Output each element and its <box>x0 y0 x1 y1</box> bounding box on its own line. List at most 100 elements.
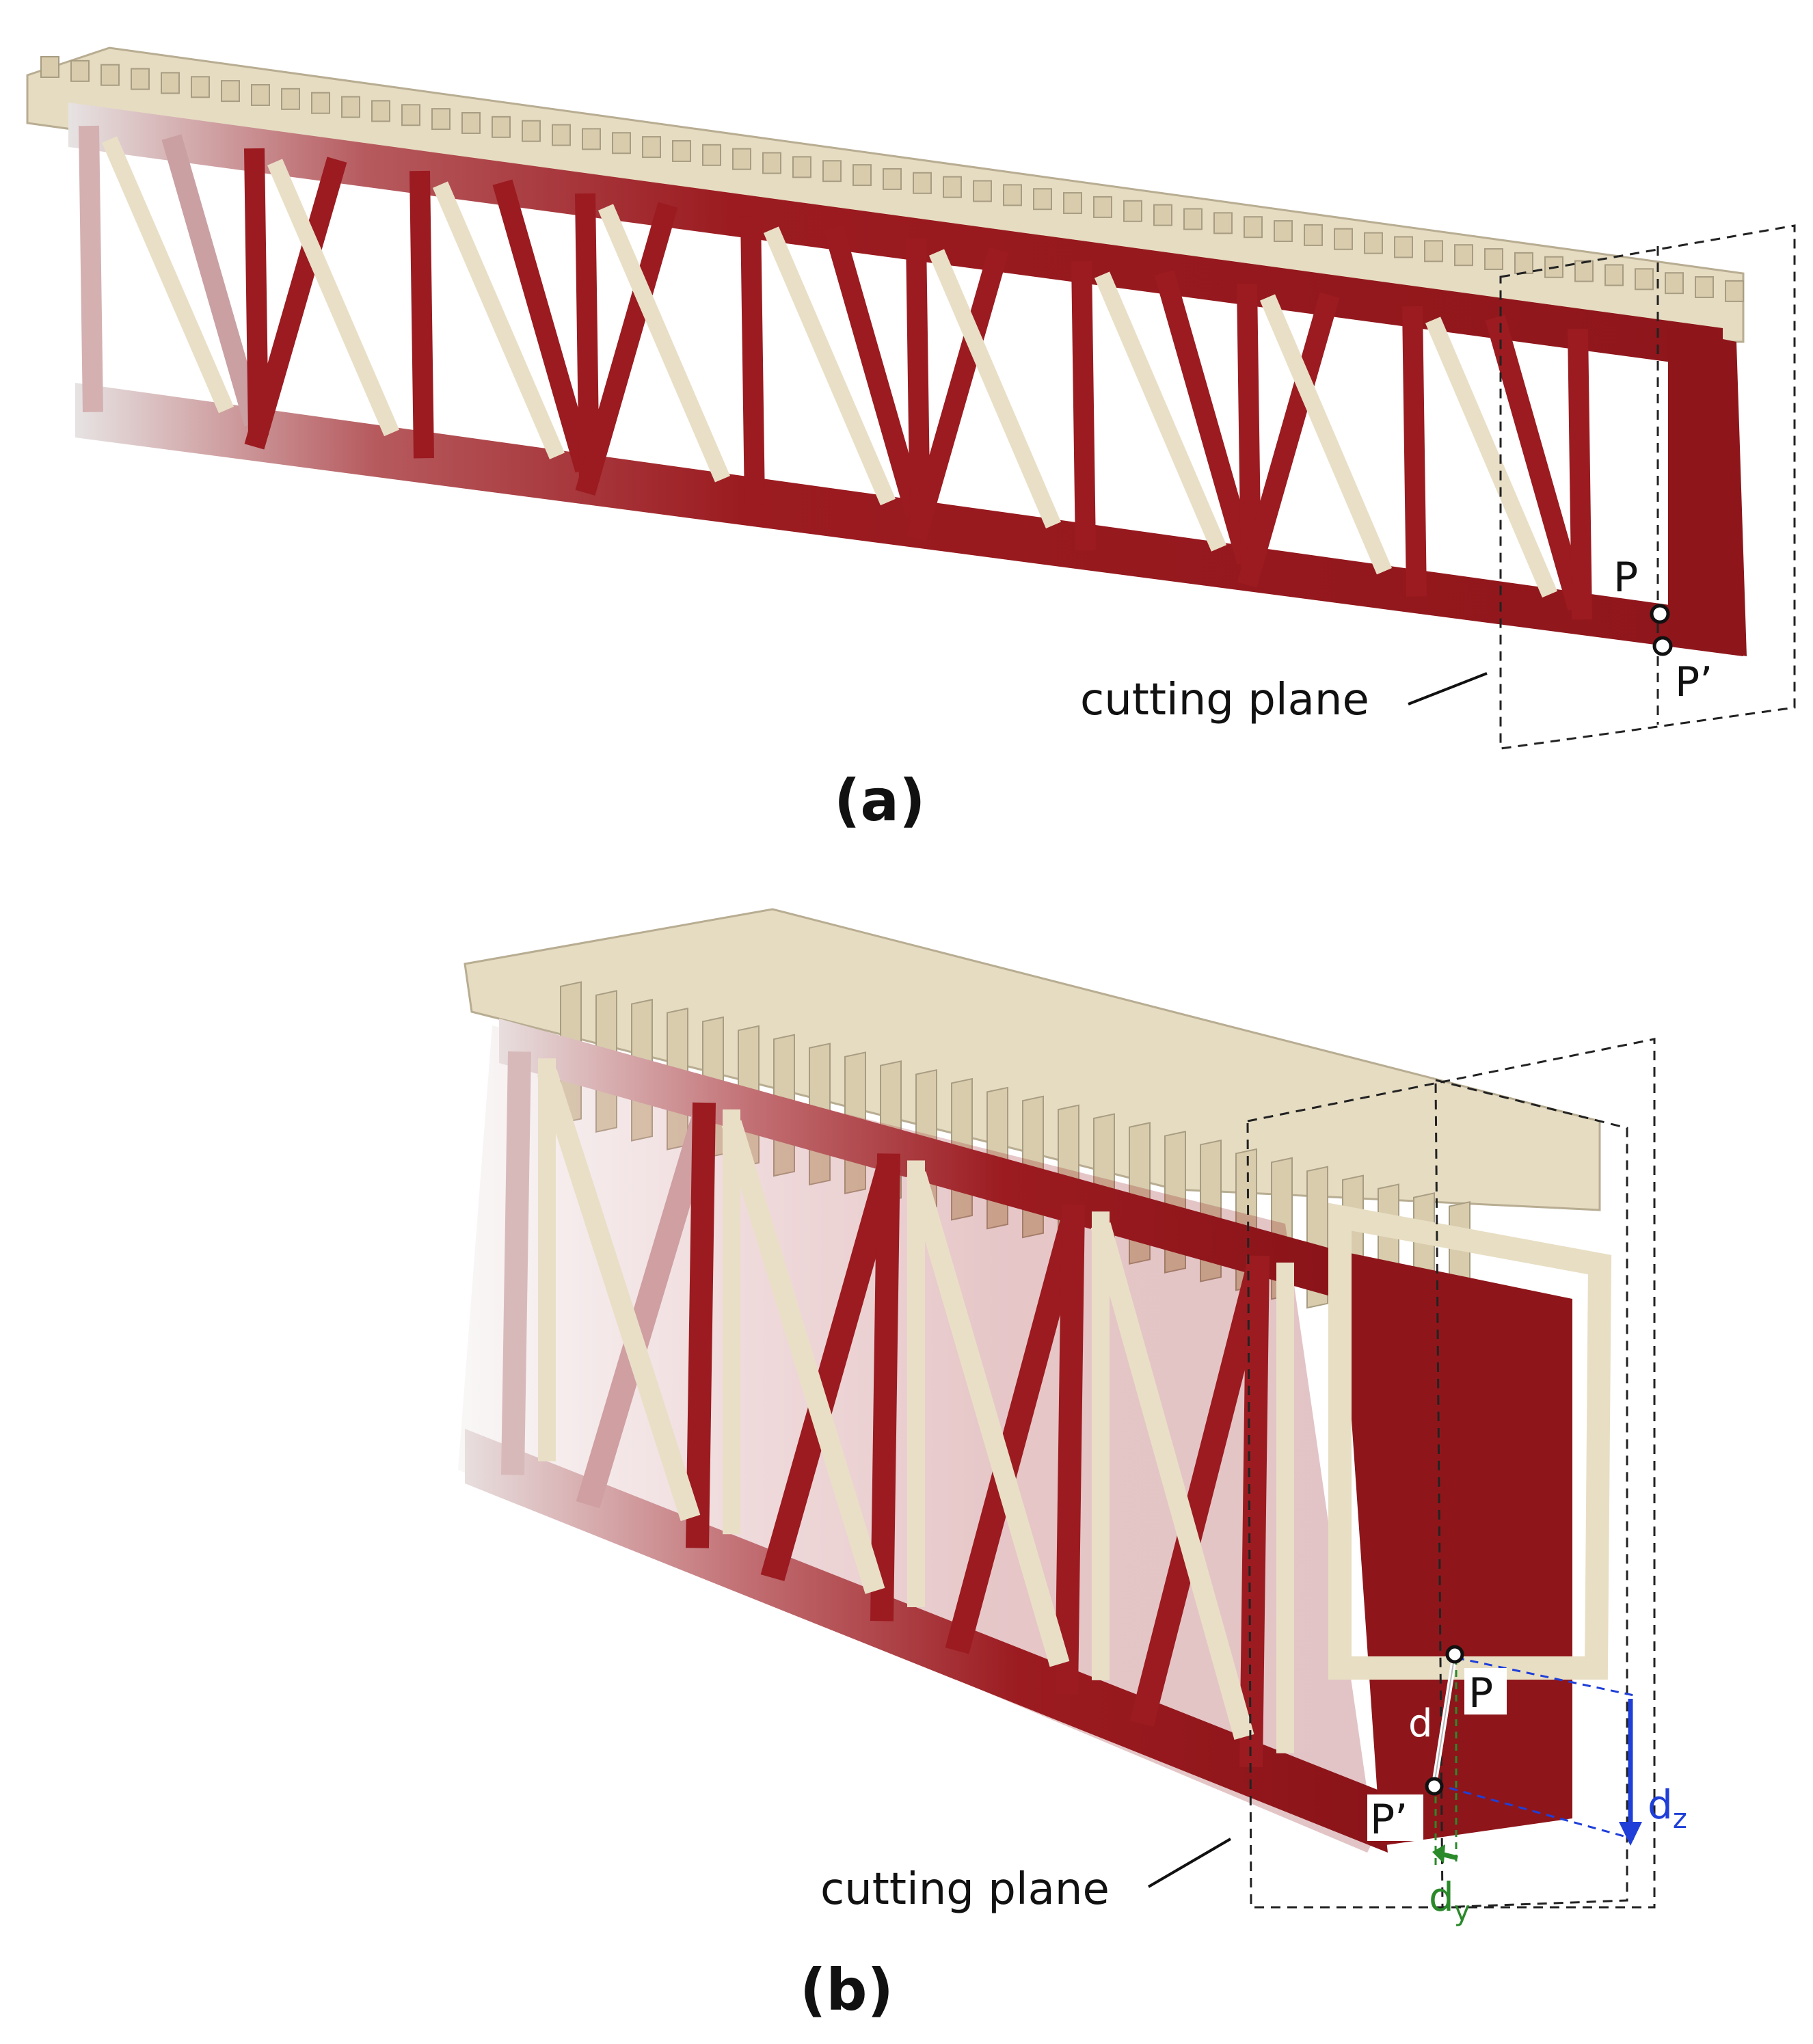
diagonal-red-a <box>823 224 926 519</box>
cutting-plane-b-inner <box>1434 1079 1628 1909</box>
vertical-post-b <box>1055 1204 1085 1695</box>
sleeper-a <box>1153 204 1172 226</box>
sleeper-a <box>1514 252 1533 274</box>
sleeper-a <box>1304 224 1323 246</box>
sleeper-a <box>281 88 300 110</box>
diagonal-cream-b <box>721 1120 885 1594</box>
end-section-b <box>1340 1251 1572 1846</box>
sleeper-a <box>1695 276 1714 299</box>
sleeper-a <box>582 128 601 150</box>
plane-leader-a <box>1408 672 1488 705</box>
point-p-label-a: P <box>1613 554 1638 602</box>
vertical-post-b <box>501 1051 531 1475</box>
sleeper-a <box>612 132 631 154</box>
diagonal-cream-a <box>1425 317 1558 598</box>
vertical-post-a <box>1402 306 1427 597</box>
sleeper-a <box>732 148 751 170</box>
sleeper-a <box>1665 272 1684 295</box>
dz-guide-bottom <box>1435 1783 1635 1840</box>
diagonal-red-a <box>575 202 678 496</box>
sleeper-a <box>943 176 962 198</box>
sleeper-a <box>70 59 90 82</box>
truss-members-b <box>501 1051 1270 1768</box>
diagonal-red-b <box>760 1164 901 1581</box>
diagonal-cream-a <box>432 181 565 459</box>
diagonal-red-a <box>906 247 1009 542</box>
sleeper-a <box>100 64 120 86</box>
vertical-post-a <box>79 125 103 413</box>
diagonal-red-b <box>576 1112 716 1509</box>
end-post-a <box>1668 328 1747 656</box>
caption-a: (a) <box>834 767 925 834</box>
diagonal-red-a <box>244 157 347 450</box>
sleeper-a <box>552 124 571 146</box>
sleeper-a <box>1725 280 1744 302</box>
sleeper-a <box>1364 232 1383 254</box>
sleeper-a <box>1454 244 1473 267</box>
cutting-plane-label-b: cutting plane <box>820 1864 1110 1915</box>
diagonal-red-a <box>1485 314 1588 611</box>
deck-top-b <box>464 908 1601 1211</box>
point-p-prime-label-b: P’ <box>1370 1796 1408 1844</box>
point-p-prime-b <box>1425 1777 1444 1796</box>
sleeper-a <box>883 167 902 190</box>
diagonal-red-a <box>492 179 595 473</box>
inner-members-b <box>537 1058 1294 1753</box>
sleeper-a <box>973 180 992 202</box>
top-chord-a <box>68 103 1723 369</box>
dz-arrowhead <box>1619 1822 1642 1846</box>
caption-b: (b) <box>800 1956 894 2023</box>
sleeper-a <box>1635 268 1654 291</box>
plane-leader-b <box>1147 1838 1232 1888</box>
sleeper-a <box>1274 220 1293 243</box>
vertical-post-a <box>740 215 765 505</box>
diagonal-red-a <box>161 134 265 427</box>
diagonal-cream-a <box>101 136 234 414</box>
dy-arrowhead <box>1432 1844 1445 1864</box>
sleeper-a <box>191 76 210 98</box>
sleeper-a <box>221 80 240 103</box>
point-p-label-bg-b <box>1464 1668 1507 1714</box>
point-p-prime-a <box>1652 636 1673 656</box>
sleeper-a <box>1484 248 1503 271</box>
truss-members-a <box>79 125 1592 620</box>
diagonal-red-a <box>1237 292 1340 588</box>
vertical-post-a <box>244 148 269 435</box>
panel-a-long-truss: cutting plane P P’ (a) <box>26 46 1796 834</box>
sleeper-a <box>1093 196 1112 218</box>
point-p-prime-label-a: P’ <box>1675 658 1713 706</box>
sleeper-a <box>1244 216 1263 239</box>
sleeper-a <box>341 96 360 118</box>
vertical-post-a <box>409 170 434 459</box>
sleeper-a <box>702 144 721 166</box>
diagonal-cream-a <box>1259 294 1393 575</box>
cutting-plane-b-outer <box>1246 1038 1656 1909</box>
diagonal-cream-b <box>906 1171 1070 1667</box>
sleeper-a <box>1334 228 1353 250</box>
dz-guide-top <box>1455 1656 1635 1697</box>
diagonal-red-b <box>1129 1266 1270 1727</box>
diagonal-cream-b <box>1090 1222 1254 1740</box>
diagonal-cream-a <box>763 226 896 506</box>
sleeper-a <box>492 116 511 138</box>
displacement-label: d <box>1408 1702 1433 1746</box>
vertical-post-b <box>686 1102 716 1548</box>
top-chord-b <box>499 1019 1340 1299</box>
sleeper-a <box>913 172 932 194</box>
sleepers-a <box>40 56 1744 302</box>
point-p-prime-label-bg-b <box>1367 1794 1423 1841</box>
sleeper-a <box>762 152 781 174</box>
cutting-plane-label-a: cutting plane <box>1080 675 1369 725</box>
vertical-post-b <box>870 1153 900 1622</box>
diagonal-cream-a <box>1094 271 1227 552</box>
sleeper-a <box>522 120 541 142</box>
sleeper-a <box>251 83 270 106</box>
sleeper-a <box>1574 260 1594 282</box>
sleeper-a <box>371 100 390 122</box>
diagonal-cream-a <box>928 249 1062 528</box>
bottom-chord-a <box>75 383 1743 656</box>
diagonal-red-b <box>945 1215 1086 1654</box>
diagonal-cream-a <box>267 159 400 437</box>
sleeper-a <box>461 111 481 134</box>
